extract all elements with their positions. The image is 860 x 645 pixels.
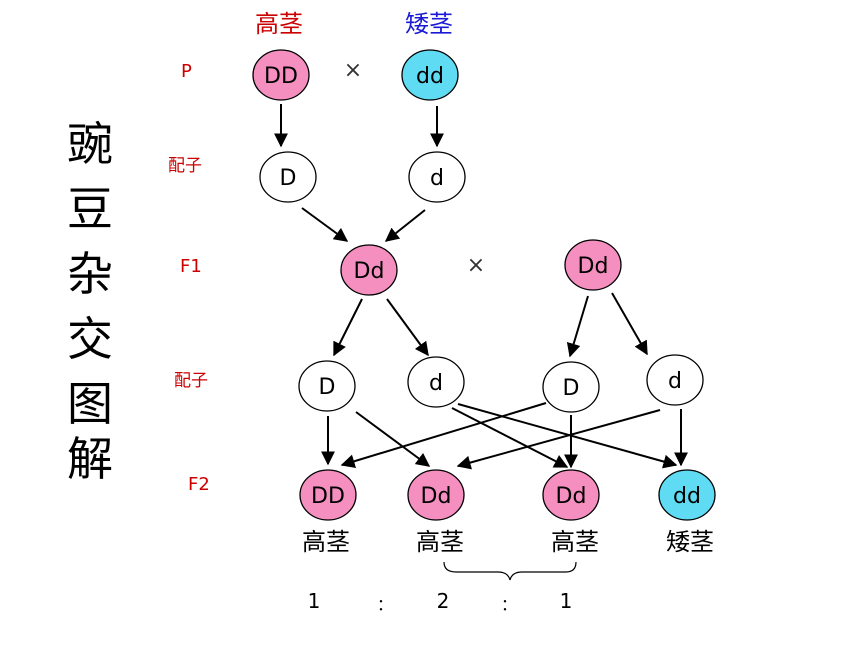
gamete-node (298, 360, 356, 412)
f2-node (542, 469, 600, 521)
arrow (333, 298, 363, 357)
ratio-value: 1 (560, 589, 573, 613)
gamete-label: d (429, 371, 443, 396)
genotype-label: dd (673, 484, 701, 509)
arrow (566, 295, 589, 358)
arrow (340, 402, 547, 469)
title-char: 解 (67, 432, 113, 486)
gamete-label: D (280, 166, 297, 191)
parent-dominant-node (252, 49, 310, 101)
parent-dwarf-label: 矮茎 (405, 10, 453, 38)
gamete-node (408, 151, 466, 203)
arrow (457, 403, 678, 469)
f2-node (658, 469, 716, 521)
ratio-value: 1 (308, 589, 321, 613)
genotype-label: DD (264, 64, 298, 89)
phenotype-label: 高茎 (416, 528, 464, 556)
cross-symbol: × (344, 58, 362, 83)
vertical-title: 豌 豆 杂 交 图 解 (67, 117, 113, 486)
genotype-label: DD (311, 484, 345, 509)
title-char: 交 (67, 312, 113, 366)
genotype-label: Dd (354, 259, 385, 284)
arrow (301, 207, 349, 242)
genotype-label: Dd (556, 484, 587, 509)
arrow (384, 209, 426, 242)
gamete-node (407, 356, 465, 408)
gamete-label: d (668, 369, 682, 394)
heterozygote-brace (443, 561, 577, 581)
ratio-separator: ： (501, 595, 517, 614)
title-char: 杂 (67, 247, 113, 301)
arrow (611, 292, 648, 356)
gamete-node (259, 151, 317, 203)
genotype-label: Dd (578, 254, 609, 279)
genotype-label: dd (416, 64, 444, 89)
f1-node (340, 244, 398, 296)
title-char: 豌 (67, 117, 113, 171)
genotype-label: Dd (421, 484, 452, 509)
generation-label-f1: F1 (180, 256, 202, 277)
generation-label-p: P (181, 61, 192, 82)
parent-tall-label: 高茎 (255, 10, 303, 38)
parent-recessive-node (401, 49, 459, 101)
arrow (355, 411, 431, 467)
gamete-node (542, 361, 600, 413)
f2-node (407, 469, 465, 521)
generation-label-gamete-1: 配子 (168, 156, 202, 176)
generation-label-f2: F2 (188, 474, 210, 495)
ratio-value: 2 (437, 589, 450, 613)
arrow (456, 409, 661, 470)
gamete-label: D (319, 375, 336, 400)
f1-node (564, 239, 622, 291)
generation-label-gamete-2: 配子 (174, 371, 208, 391)
ratio-separator: ： (377, 595, 393, 614)
gamete-label: D (563, 376, 580, 401)
gamete-label: d (430, 166, 444, 191)
phenotype-label: 高茎 (302, 528, 350, 556)
gamete-node (646, 354, 704, 406)
title-char: 豆 (67, 182, 113, 236)
phenotype-label: 矮茎 (666, 528, 714, 556)
arrows (274, 104, 688, 470)
cross-symbol: × (467, 253, 485, 278)
title-char: 图 (67, 377, 113, 431)
arrow (451, 407, 569, 468)
phenotype-label: 高茎 (551, 528, 599, 556)
f2-node (299, 469, 357, 521)
arrow (386, 298, 429, 357)
